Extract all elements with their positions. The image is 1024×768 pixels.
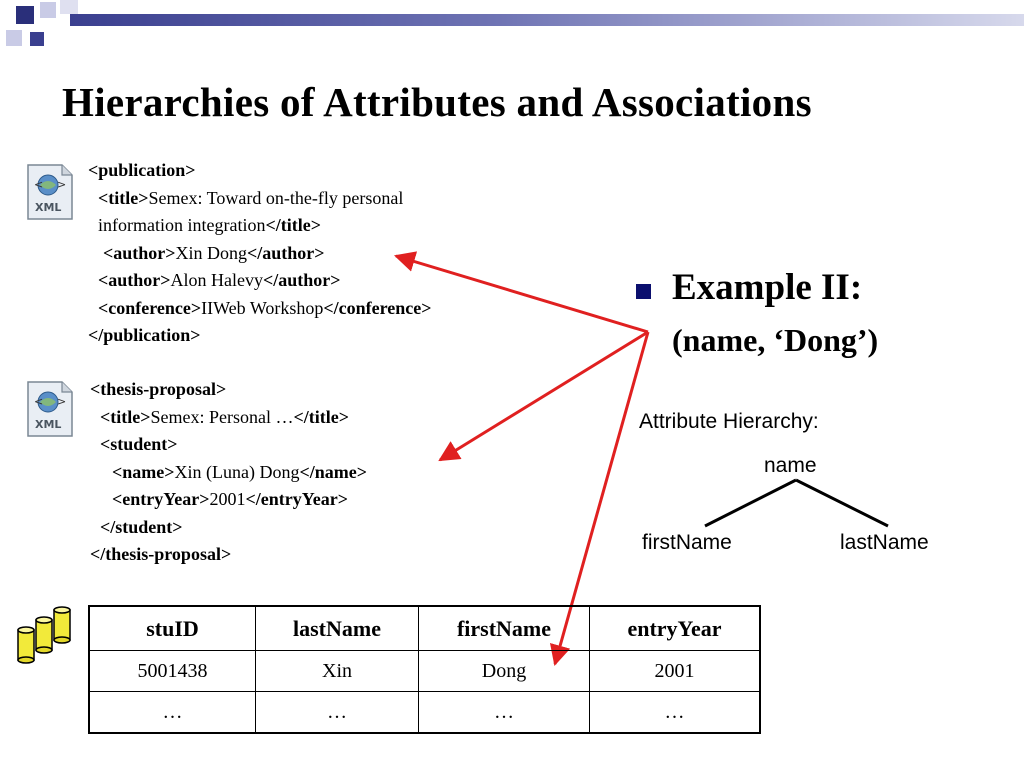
xml-line: <conference>IIWeb Workshop</conference> — [98, 297, 432, 318]
table-cell: … — [418, 691, 590, 734]
xml-line: <name>Xin (Luna) Dong</name> — [112, 461, 368, 482]
xml-line: </thesis-proposal> — [90, 544, 232, 564]
arrow-to-author — [393, 251, 649, 334]
xml-file-icon: < > XML — [26, 163, 74, 220]
xml-line: <entryYear>2001</entryYear> — [112, 489, 348, 509]
example-label: Example II: — [672, 267, 863, 308]
xml-line: <title>Semex: Personal …</title> — [100, 406, 349, 427]
xml-line: <author>Alon Halevy</author> — [98, 270, 341, 290]
svg-text:<: < — [34, 178, 43, 191]
hierarchy-edge-left — [704, 478, 797, 528]
arrow-to-name — [438, 330, 649, 462]
hierarchy-left-node: firstName — [642, 531, 732, 554]
corner-square-light — [6, 30, 22, 46]
xml-file-icon: < > XML — [26, 380, 74, 437]
hierarchy-right-node: lastName — [840, 531, 929, 554]
svg-text:XML: XML — [35, 418, 61, 431]
column-header: stuID — [88, 605, 256, 651]
xml-line: </student> — [100, 516, 183, 537]
table-cell: Xin — [255, 650, 419, 692]
column-header: lastName — [255, 605, 419, 651]
table-cell: 2001 — [589, 650, 761, 692]
svg-text:<: < — [34, 395, 43, 408]
hierarchy-root-node: name — [764, 454, 817, 477]
xml-line: <thesis-proposal> — [90, 379, 227, 399]
svg-text:XML: XML — [35, 201, 61, 214]
header-accent-bar — [70, 14, 1024, 26]
svg-text:>: > — [57, 178, 66, 191]
table-cell: … — [88, 691, 256, 734]
table-cell: 5001438 — [88, 650, 256, 692]
xml-line: <author>Xin Dong</author> — [103, 242, 325, 263]
xml-line: <student> — [100, 434, 178, 454]
hierarchy-edge-right — [795, 478, 889, 528]
table-cell: … — [255, 691, 419, 734]
svg-text:>: > — [57, 395, 66, 408]
column-header: entryYear — [589, 605, 761, 651]
attribute-hierarchy-title: Attribute Hierarchy: — [639, 410, 819, 433]
table-cell: … — [589, 691, 761, 734]
table-row: … … … … — [88, 691, 761, 734]
student-table: stuID lastName firstName entryYear 50014… — [88, 605, 761, 734]
table-header-row: stuID lastName firstName entryYear — [88, 605, 761, 651]
xml-line: </publication> — [88, 325, 201, 345]
table-cell: Dong — [418, 650, 590, 692]
corner-square-light — [40, 2, 56, 18]
thesis-xml: <thesis-proposal> <title>Semex: Personal… — [90, 376, 367, 569]
xml-line: <title>Semex: Toward on-the-fly personal — [98, 187, 404, 208]
xml-line: information integration</title> — [98, 215, 321, 235]
corner-square-navy — [16, 6, 34, 24]
database-icon — [14, 604, 76, 671]
table-row: 5001438 Xin Dong 2001 — [88, 650, 761, 692]
bullet-square-icon — [636, 284, 651, 299]
corner-square-navy — [30, 32, 44, 46]
slide-title: Hierarchies of Attributes and Associatio… — [62, 79, 812, 125]
xml-line: <publication> — [88, 160, 196, 180]
example-pair: (name, ‘Dong’) — [672, 322, 879, 358]
corner-square-light — [60, 0, 78, 14]
column-header: firstName — [418, 605, 590, 651]
publication-xml: <publication> <title>Semex: Toward on-th… — [88, 157, 432, 350]
